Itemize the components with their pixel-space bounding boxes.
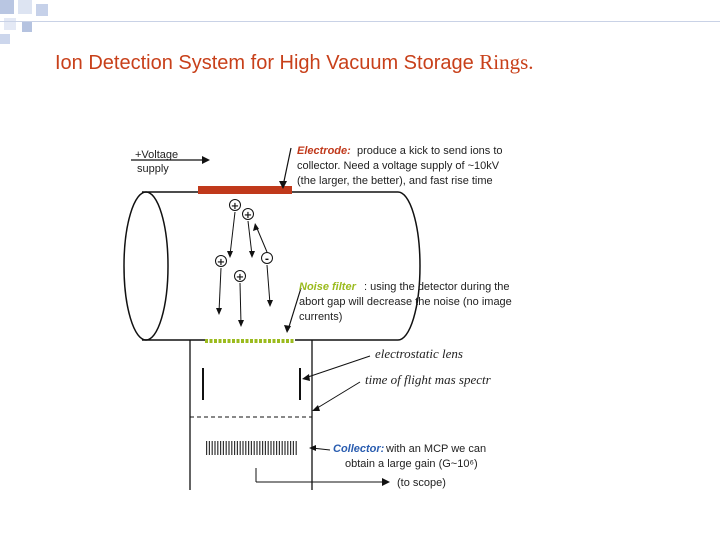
- ion-sign-5: +: [236, 272, 244, 283]
- electrode-bar: [198, 186, 292, 194]
- noise-line3: currents): [299, 311, 342, 323]
- beam-pipe-right-end: [397, 191, 421, 341]
- title-main: Ion Detection System for High Vacuum Sto…: [55, 52, 480, 74]
- lens-label: electrostatic lens: [375, 346, 463, 361]
- ion-sign-2: +: [244, 210, 252, 221]
- collector-heading: Collector:: [333, 443, 385, 455]
- ion-sign-3: -: [265, 254, 269, 265]
- header-rule: [0, 21, 720, 22]
- collector-line2: obtain a large gain (G~10⁶): [345, 458, 478, 470]
- lens-pointer: [304, 355, 371, 379]
- electrode-line3: (the larger, the better), and fast rise …: [297, 175, 493, 187]
- electrode-pointer: [282, 147, 292, 187]
- electrode-line1: produce a kick to send ions to: [357, 145, 503, 157]
- electrode-heading: Electrode:: [297, 145, 351, 157]
- title-tail: Rings.: [479, 50, 534, 74]
- slide-title: Ion Detection System for High Vacuum Sto…: [55, 50, 534, 75]
- ion-group: + + - + +: [215, 199, 273, 327]
- voltage-label-1: +Voltage: [135, 149, 178, 161]
- noise-line1: : using the detector during the: [364, 281, 510, 293]
- noise-heading: Noise filter: [299, 281, 357, 293]
- electrode-line2: collector. Need a voltage supply of ~10k…: [297, 160, 500, 172]
- tof-label: time of flight mas spectr: [365, 372, 492, 387]
- noise-filter-pointer: [287, 287, 302, 331]
- tof-pointer: [313, 381, 361, 411]
- collector-line1: with an MCP we can: [385, 443, 486, 455]
- voltage-label-2: supply: [137, 163, 169, 175]
- ion-sign-4: +: [217, 257, 225, 268]
- scope-label: (to scope): [397, 477, 446, 489]
- beam-pipe-left-end: [123, 191, 169, 341]
- ion-sign-1: +: [231, 201, 239, 212]
- noise-line2: abort gap will decrease the noise (no im…: [299, 296, 512, 308]
